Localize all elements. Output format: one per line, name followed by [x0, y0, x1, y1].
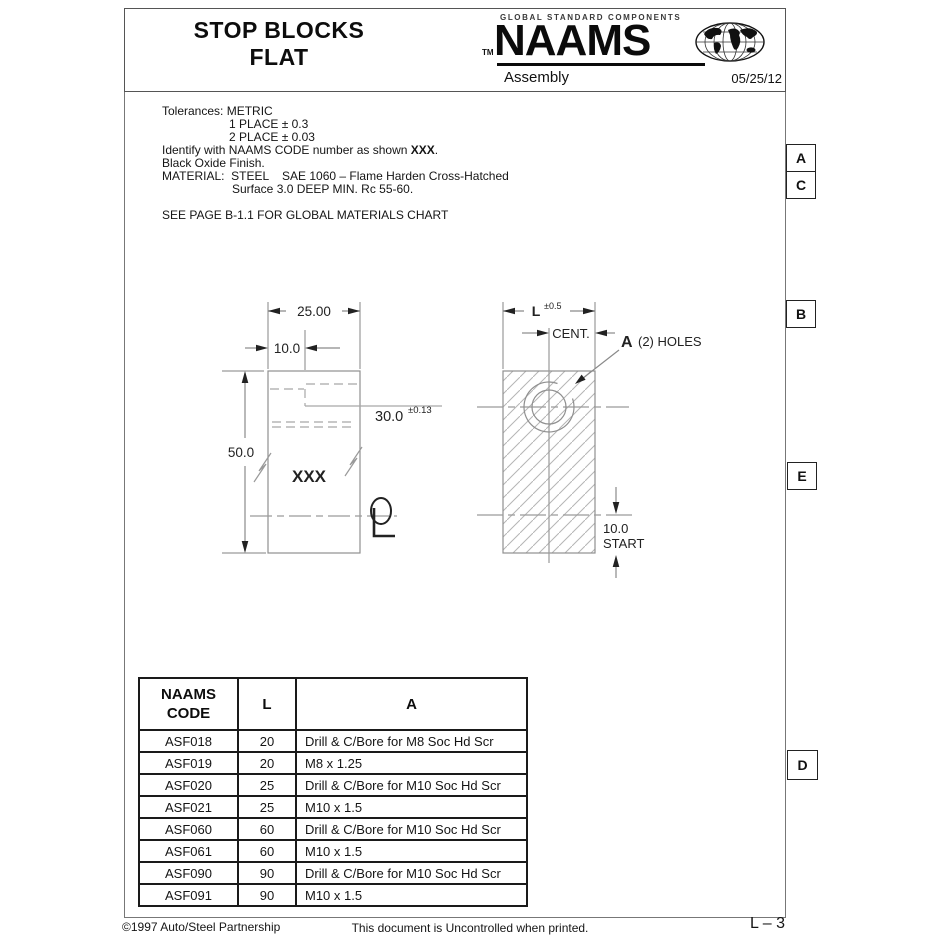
code-cell: ASF019	[138, 751, 239, 775]
part-marking-label: XXX	[292, 467, 327, 486]
code-cell: ASF091	[138, 883, 239, 907]
svg-text:±0.5: ±0.5	[544, 301, 561, 311]
header-a: A	[295, 677, 528, 731]
svg-text:10.0: 10.0	[274, 341, 300, 356]
l-cell: 90	[237, 861, 297, 885]
harden-mark-left	[253, 452, 272, 483]
zone-box-c: C	[786, 171, 816, 199]
dim-depth-30: 30.0 ±0.13	[305, 405, 442, 425]
page-title-line2: FLAT	[249, 44, 309, 70]
a-cell: Drill & C/Bore for M10 Soc Hd Scr	[295, 817, 528, 841]
harden-mark-right	[344, 446, 363, 477]
l-cell: 90	[237, 883, 297, 907]
page-title: STOP BLOCKS FLAT	[134, 17, 424, 71]
page-title-line1: STOP BLOCKS	[193, 17, 365, 43]
l-cell: 60	[237, 817, 297, 841]
svg-text:10.0: 10.0	[603, 521, 628, 536]
identify-note: Identify with NAAMS CODE number as shown…	[162, 143, 439, 157]
front-view: 25.00 10.0 50.0	[222, 302, 442, 554]
side-view: L ±0.5 CENT. A (2) HOLES	[477, 301, 702, 578]
a-cell: M10 x 1.5	[295, 839, 528, 863]
parts-table-header: NAAMS CODE L A	[138, 677, 528, 731]
code-cell: ASF021	[138, 795, 239, 819]
identify-code: XXX	[410, 143, 435, 157]
code-cell: ASF060	[138, 817, 239, 841]
l-cell: 25	[237, 795, 297, 819]
svg-text:CENT.: CENT.	[552, 326, 590, 341]
zone-box-b: B	[786, 300, 816, 328]
globe-icon	[695, 22, 765, 62]
a-cell: Drill & C/Bore for M10 Soc Hd Scr	[295, 861, 528, 885]
l-cell: 60	[237, 839, 297, 863]
hidden-hole-lines	[270, 383, 357, 428]
copyright-text: ©1997 Auto/Steel Partnership	[122, 920, 281, 934]
material-note-line2: Surface 3.0 DEEP MIN. Rc 55-60.	[232, 182, 414, 196]
title-block	[124, 8, 786, 92]
a-cell: M8 x 1.25	[295, 751, 528, 775]
dim-cent: CENT.	[522, 326, 615, 341]
svg-text:25.00: 25.00	[297, 304, 331, 319]
l-cell: 25	[237, 773, 297, 797]
a-cell: M10 x 1.5	[295, 883, 528, 907]
header-l: L	[237, 677, 297, 731]
svg-text:(2) HOLES: (2) HOLES	[638, 334, 702, 349]
a-cell: M10 x 1.5	[295, 795, 528, 819]
brand-underline	[497, 63, 705, 66]
svg-text:50.0: 50.0	[228, 445, 254, 460]
document-type-label: Assembly	[504, 69, 570, 86]
centerline-symbol-icon	[370, 497, 395, 538]
holes-callout: A (2) HOLES	[575, 334, 702, 384]
brand-logo-text: NAAMS	[494, 16, 651, 65]
svg-text:30.0: 30.0	[375, 409, 403, 425]
dim-offset-10: 10.0	[245, 341, 340, 356]
zone-box-d: D	[787, 750, 818, 780]
tolerances-title: Tolerances: METRIC	[162, 104, 273, 118]
a-cell: Drill & C/Bore for M8 Soc Hd Scr	[295, 729, 528, 753]
zone-box-e: E	[787, 462, 817, 490]
see-page-note: SEE PAGE B-1.1 FOR GLOBAL MATERIALS CHAR…	[162, 208, 449, 222]
svg-text:START: START	[603, 536, 644, 551]
code-cell: ASF090	[138, 861, 239, 885]
code-cell: ASF020	[138, 773, 239, 797]
dim-height-50: 50.0	[228, 371, 254, 553]
uncontrolled-notice: This document is Uncontrolled when print…	[351, 921, 589, 935]
revision-date: 05/25/12	[731, 71, 782, 86]
tolerance-1place: 1 PLACE ± 0.3	[229, 117, 309, 131]
dim-length-L: L ±0.5	[503, 301, 595, 319]
material-note-line1: MATERIAL: STEEL SAE 1060 – Flame Harden …	[162, 169, 509, 183]
code-cell: ASF061	[138, 839, 239, 863]
finish-note: Black Oxide Finish.	[162, 156, 265, 170]
code-cell: ASF018	[138, 729, 239, 753]
svg-text:A: A	[621, 334, 633, 351]
svg-text:L: L	[532, 303, 541, 319]
brand-tagline: GLOBAL STANDARD COMPONENTS	[500, 13, 682, 22]
l-cell: 20	[237, 729, 297, 753]
hole-circle	[523, 381, 575, 433]
dim-width-25: 25.00	[268, 304, 360, 319]
l-cell: 20	[237, 751, 297, 775]
zone-box-a: A	[786, 144, 816, 172]
dim-start-10: 10.0 START	[603, 487, 644, 578]
trademark-label: TM	[482, 48, 494, 57]
tolerance-2place: 2 PLACE ± 0.03	[229, 130, 315, 144]
a-cell: Drill & C/Bore for M10 Soc Hd Scr	[295, 773, 528, 797]
header-naams-code: NAAMS CODE	[138, 677, 239, 731]
page-number: L – 3	[750, 915, 785, 932]
svg-text:±0.13: ±0.13	[408, 405, 432, 416]
